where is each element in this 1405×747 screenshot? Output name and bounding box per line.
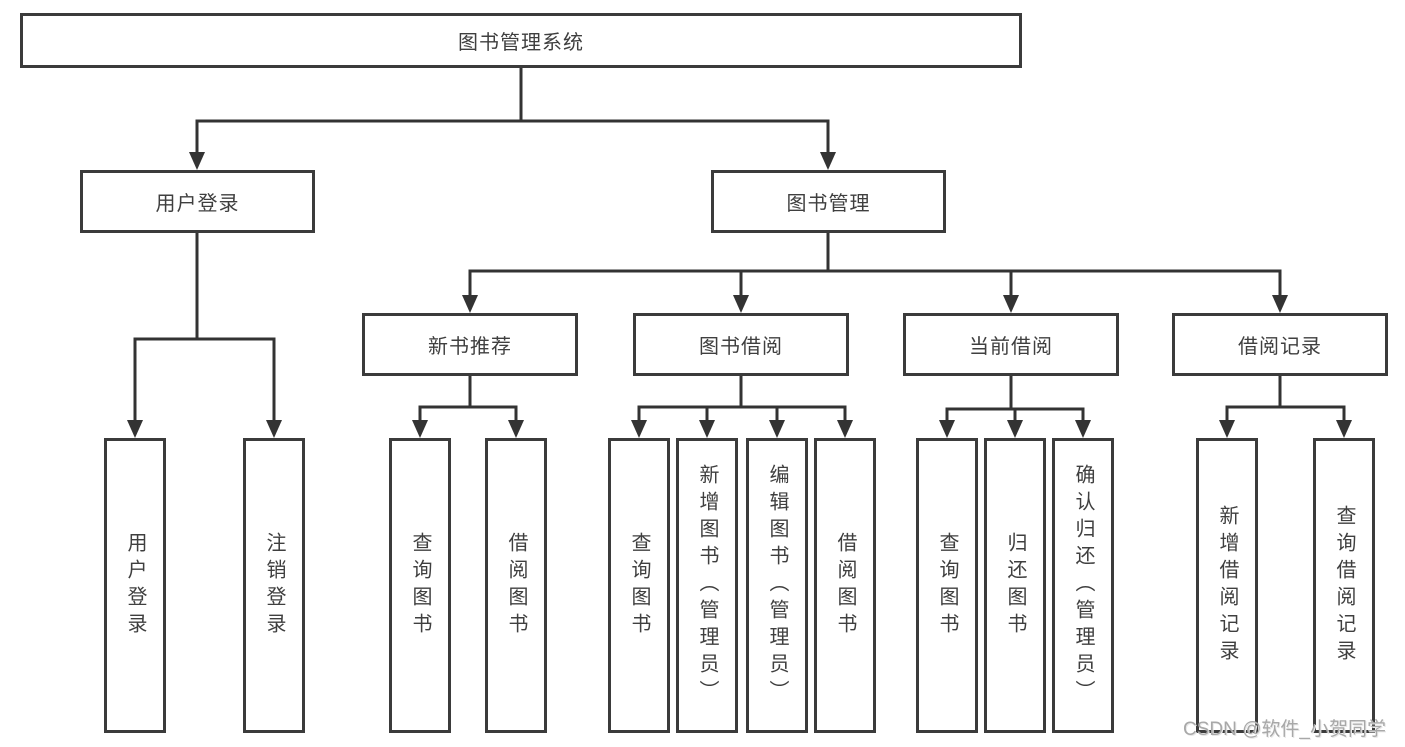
arrowhead-icon — [939, 420, 955, 438]
node-new-book-recommend: 新书推荐 — [362, 313, 578, 376]
arrowhead-icon — [1007, 420, 1023, 438]
node-book-management-label: 图书管理 — [786, 193, 871, 215]
arrowhead-icon — [769, 420, 785, 438]
node-library-management-system: 图书管理系统 — [20, 13, 1022, 68]
node-user-login: 用户登录 — [80, 170, 315, 233]
arrowhead-icon — [733, 295, 749, 313]
arrowhead-icon — [1336, 420, 1352, 438]
leaf-edit-books-admin-label: 编辑图书（管理员） — [766, 464, 788, 707]
arrowhead-icon — [462, 295, 478, 313]
leaf-add-books-admin: 新增图书（管理员） — [676, 438, 738, 733]
leaf-return-books-label: 归还图书 — [1004, 531, 1026, 640]
leaf-borrow-books-1-label: 借阅图书 — [505, 531, 527, 640]
arrowhead-icon — [837, 420, 853, 438]
arrowhead-icon — [1003, 295, 1019, 313]
leaf-user-login: 用户登录 — [104, 438, 166, 733]
arrowhead-icon — [189, 152, 205, 170]
leaf-logout-label: 注销登录 — [263, 531, 285, 640]
node-new-book-recommend-label: 新书推荐 — [428, 336, 512, 358]
node-user-login-label: 用户登录 — [155, 193, 240, 215]
leaf-add-borrow-record-label: 新增借阅记录 — [1216, 504, 1238, 667]
node-current-borrowing: 当前借阅 — [903, 313, 1119, 376]
node-current-borrowing-label: 当前借阅 — [969, 336, 1053, 358]
arrowhead-icon — [631, 420, 647, 438]
leaf-edit-books-admin: 编辑图书（管理员） — [746, 438, 808, 733]
leaf-return-books: 归还图书 — [984, 438, 1046, 733]
arrowhead-icon — [127, 420, 143, 438]
leaf-query-books-2: 查询图书 — [608, 438, 670, 733]
leaf-borrow-books-2-label: 借阅图书 — [834, 531, 856, 640]
arrowhead-icon — [699, 420, 715, 438]
arrowhead-icon — [508, 420, 524, 438]
leaf-query-books-1: 查询图书 — [389, 438, 451, 733]
leaf-borrow-books-1: 借阅图书 — [485, 438, 547, 733]
leaf-query-books-2-label: 查询图书 — [628, 531, 650, 640]
leaf-query-books-3: 查询图书 — [916, 438, 978, 733]
leaf-confirm-return-admin: 确认归还（管理员） — [1052, 438, 1114, 733]
node-book-borrowing: 图书借阅 — [633, 313, 849, 376]
leaf-logout: 注销登录 — [243, 438, 305, 733]
node-borrowing-records-label: 借阅记录 — [1238, 336, 1322, 358]
node-library-management-system-label: 图书管理系统 — [458, 32, 584, 54]
arrowhead-icon — [1272, 295, 1288, 313]
leaf-confirm-return-admin-label: 确认归还（管理员） — [1072, 464, 1094, 707]
arrowhead-icon — [820, 152, 836, 170]
leaf-add-books-admin-label: 新增图书（管理员） — [696, 464, 718, 707]
node-book-borrowing-label: 图书借阅 — [699, 336, 783, 358]
arrowhead-icon — [412, 420, 428, 438]
arrowhead-icon — [1219, 420, 1235, 438]
leaf-query-borrow-record: 查询借阅记录 — [1313, 438, 1375, 733]
arrowhead-icon — [266, 420, 282, 438]
watermark: CSDN @软件_小贺同学 — [1183, 719, 1386, 740]
node-book-management: 图书管理 — [711, 170, 946, 233]
leaf-add-borrow-record: 新增借阅记录 — [1196, 438, 1258, 733]
leaf-query-books-3-label: 查询图书 — [936, 531, 958, 640]
leaf-query-books-1-label: 查询图书 — [409, 531, 431, 640]
leaf-user-login-label: 用户登录 — [124, 531, 146, 640]
node-borrowing-records: 借阅记录 — [1172, 313, 1388, 376]
arrowhead-icon — [1075, 420, 1091, 438]
leaf-query-borrow-record-label: 查询借阅记录 — [1333, 504, 1355, 667]
leaf-borrow-books-2: 借阅图书 — [814, 438, 876, 733]
